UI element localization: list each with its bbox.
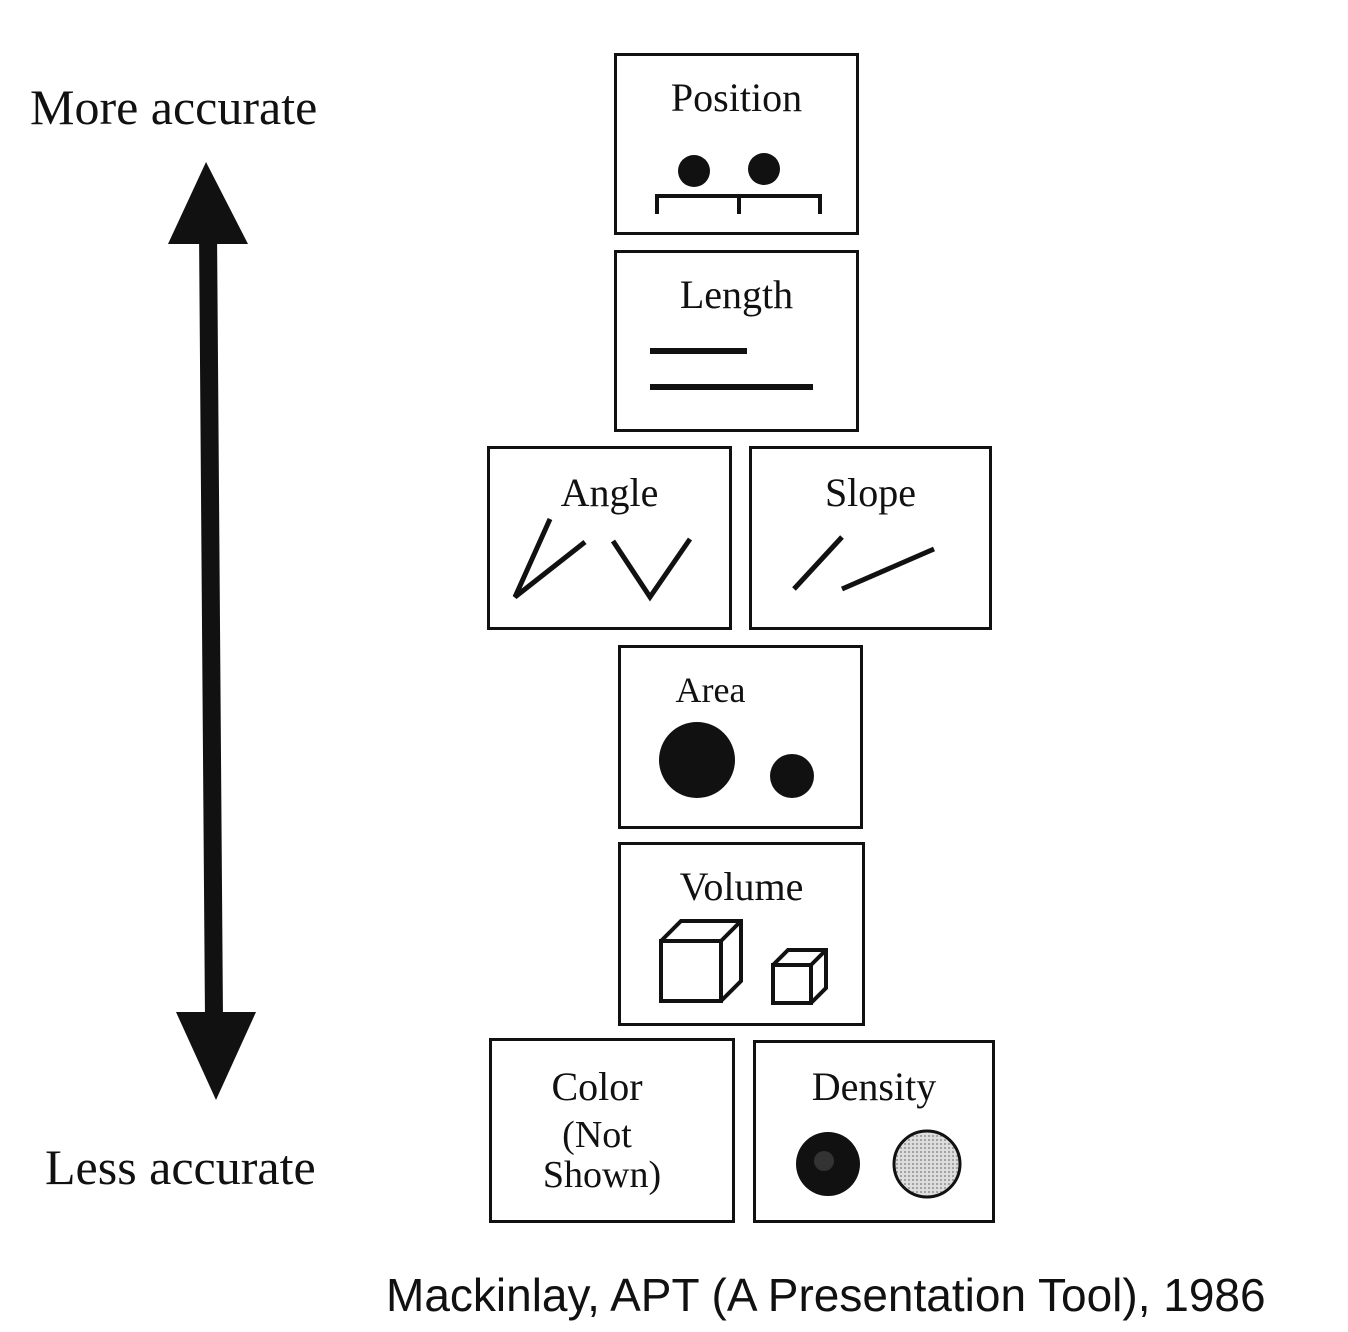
volume-box: Volume — [618, 842, 865, 1026]
density-icon — [796, 1129, 962, 1199]
angle-box: Angle — [487, 446, 732, 630]
angle-label: Angle — [560, 470, 659, 515]
area-icon — [659, 722, 814, 798]
slope-label: Slope — [824, 470, 917, 515]
color-box: Color (Not Shown) — [489, 1038, 735, 1223]
slope-box: Slope — [749, 446, 992, 630]
color-note-line2: Shown) — [542, 1154, 662, 1196]
density-label: Density — [811, 1064, 937, 1109]
length-label: Length — [679, 272, 794, 317]
length-box: Length — [614, 250, 859, 432]
area-box: Area — [618, 645, 863, 829]
less-accurate-label: Less accurate — [45, 1139, 316, 1195]
color-label: Color — [551, 1064, 643, 1109]
position-label: Position — [670, 75, 803, 120]
angle-icon — [512, 517, 693, 602]
density-box: Density — [753, 1040, 995, 1223]
volume-icon — [659, 919, 828, 1005]
position-box: Position — [614, 53, 859, 235]
volume-label: Volume — [679, 864, 804, 909]
source-caption: Mackinlay, APT (A Presentation Tool), 19… — [386, 1269, 1266, 1321]
more-accurate-label: More accurate — [30, 79, 318, 135]
position-icon — [655, 153, 822, 214]
color-note-line1: (Not — [562, 1114, 632, 1156]
accuracy-double-arrow — [168, 162, 256, 1100]
area-label: Area — [675, 670, 746, 710]
slope-icon — [792, 535, 935, 592]
length-icon — [650, 348, 813, 390]
